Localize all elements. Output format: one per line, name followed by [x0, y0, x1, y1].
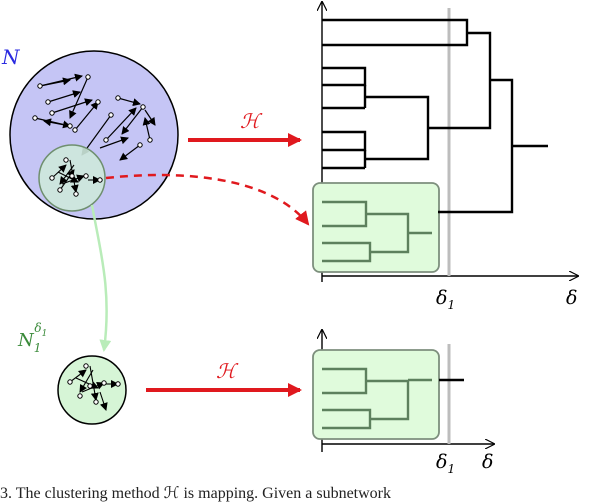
restriction-arrow — [90, 204, 112, 352]
mapping-arrow-top: ℋ — [188, 109, 302, 147]
dendrogram-branches-bottom — [322, 367, 432, 430]
delta-axis-label-top: δ — [566, 287, 577, 309]
dendrogram-top: δ1 δ — [312, 2, 578, 312]
network-label: N — [1, 45, 21, 69]
mapping-label-top: ℋ — [240, 109, 263, 133]
delta1-label-top: δ1 — [436, 287, 455, 312]
delta1-label-bottom: δ1 — [436, 451, 455, 476]
subnetwork-nodes — [67, 363, 121, 405]
subnetwork-n1: N1δ1 — [17, 321, 127, 425]
mapping-arrow-bottom: ℋ — [146, 359, 302, 397]
subnetwork-edges — [69, 365, 119, 411]
subnetwork-highlight-nodes — [49, 157, 103, 197]
dendrogram-bottom: δ1 δ — [312, 330, 494, 476]
subnetwork-circle — [57, 355, 127, 425]
mapping-label-bottom: ℋ — [216, 359, 239, 383]
correspondence-arrow — [105, 173, 310, 226]
dendrogram-branches-top — [322, 18, 548, 214]
dendrogram-branches-highlight-top — [322, 200, 432, 263]
subnetwork-label: N1δ1 — [17, 321, 47, 355]
network-n: N — [1, 45, 179, 220]
network-nodes — [32, 74, 153, 148]
highlight-box-bottom — [312, 349, 440, 440]
delta-axis-label-bottom: δ — [482, 451, 493, 473]
figure-caption: 3. The clustering method ℋ is mapping. G… — [0, 486, 392, 502]
network-edges — [34, 73, 156, 161]
highlight-box-top — [312, 182, 440, 273]
